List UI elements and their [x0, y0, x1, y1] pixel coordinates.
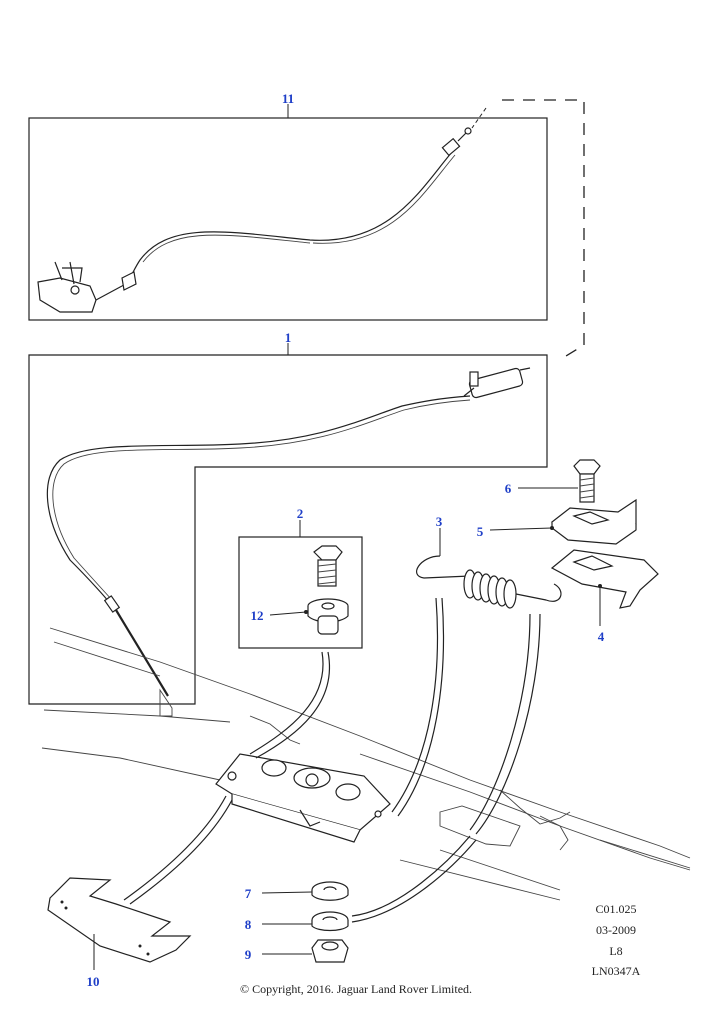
cable-item-11 — [121, 151, 453, 287]
callout-4[interactable]: 4 — [598, 629, 605, 644]
latch-bracket — [215, 753, 391, 843]
fasteners-7-8-9 — [261, 881, 349, 963]
bracket-items-4-5-6 — [489, 459, 659, 626]
item-11-frame — [28, 117, 548, 321]
leader-8 — [351, 835, 477, 923]
bolt-6-icon — [573, 459, 601, 475]
body-structure — [41, 627, 691, 901]
bolt-icon — [313, 545, 343, 561]
meta-ref: C01.025 — [595, 902, 636, 916]
meta-date: 03-2009 — [596, 923, 636, 937]
callout-3[interactable]: 3 — [436, 514, 443, 529]
item-1-frame — [28, 354, 548, 705]
callout-9[interactable]: 9 — [245, 947, 252, 962]
item-1-group — [28, 343, 548, 705]
callout-5[interactable]: 5 — [477, 524, 484, 539]
item-11-group — [28, 99, 585, 357]
callout-10[interactable]: 10 — [87, 974, 100, 989]
release-handle — [37, 277, 97, 313]
callout-7[interactable]: 7 — [245, 886, 252, 901]
callout-12[interactable]: 12 — [251, 608, 264, 623]
plate-item-10 — [47, 795, 233, 970]
cable-item-1 — [46, 395, 471, 607]
callout-6[interactable]: 6 — [505, 481, 512, 496]
item-2-frame — [238, 536, 363, 649]
callout-11[interactable]: 11 — [282, 91, 294, 106]
callout-8[interactable]: 8 — [245, 917, 252, 932]
meta-drawing: LN0347A — [592, 964, 641, 978]
meta-level: L8 — [609, 944, 622, 958]
nut-9-icon — [311, 939, 349, 963]
spring-coil — [463, 569, 517, 609]
dashed-link — [502, 99, 585, 357]
spring-item-3 — [391, 528, 562, 835]
item-2-group — [238, 520, 363, 759]
callout-1[interactable]: 1 — [285, 330, 292, 345]
copyright-text: © Copyright, 2016. Jaguar Land Rover Lim… — [240, 982, 472, 996]
callout-2[interactable]: 2 — [297, 506, 304, 521]
